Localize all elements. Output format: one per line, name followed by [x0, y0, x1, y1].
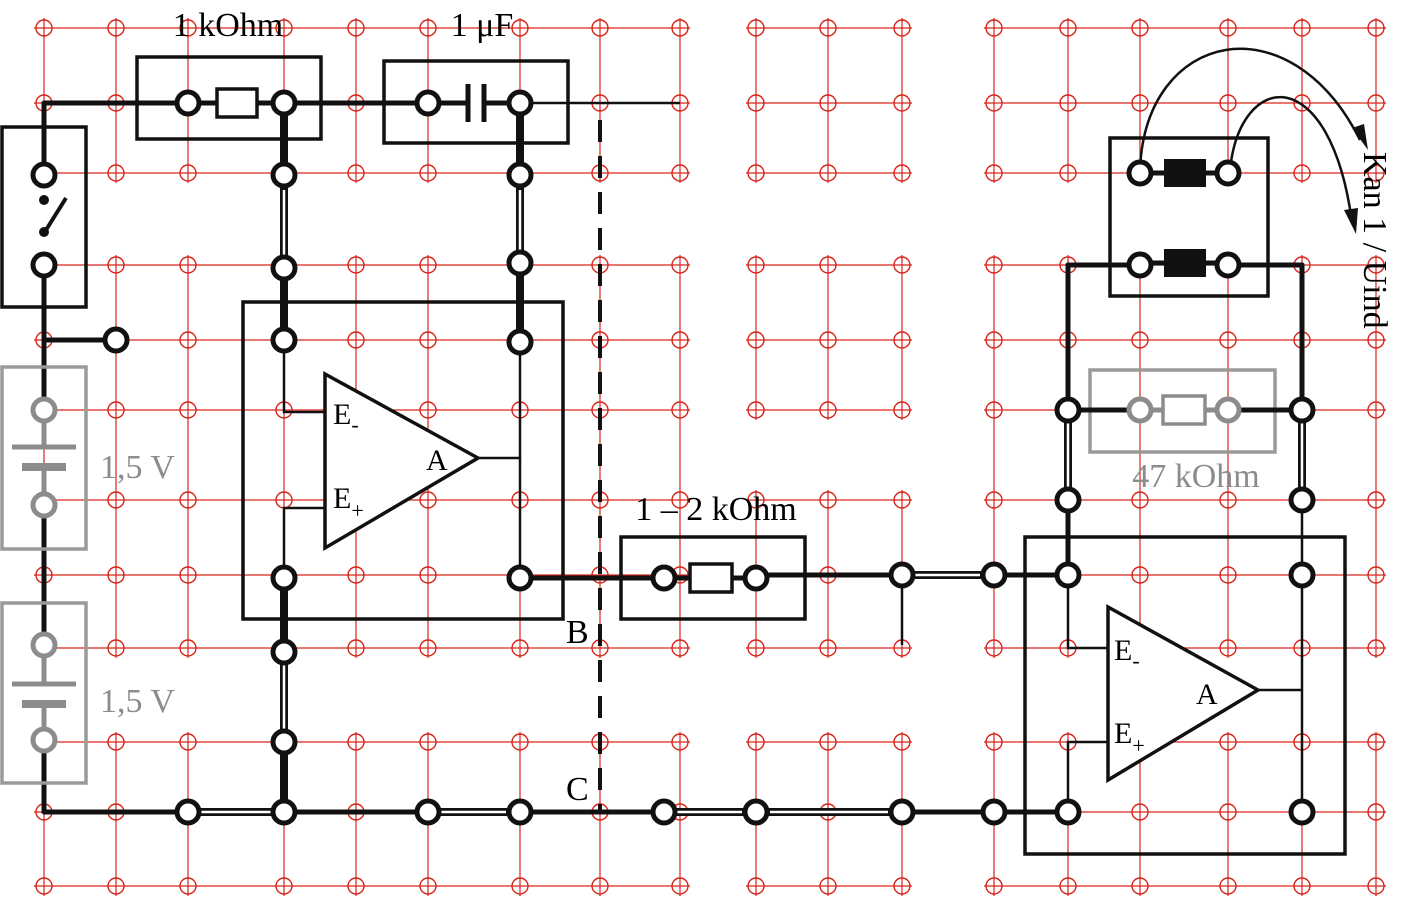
connection-node [30, 726, 58, 754]
opamp-1-inv-input: E- [333, 398, 359, 437]
point-b-label: B [566, 614, 589, 651]
connection-node [1126, 159, 1154, 187]
connection-node [1288, 396, 1316, 424]
connection-node [742, 798, 770, 826]
connection-node [1214, 159, 1242, 187]
connection-nodes [30, 89, 1316, 826]
opamp-2-noninv-input: E+ [1114, 717, 1145, 758]
connection-node [506, 798, 534, 826]
connection-node [1054, 486, 1082, 514]
connection-node [174, 89, 202, 117]
opamp-1-label: A [426, 444, 448, 477]
connection-node [30, 631, 58, 659]
opamp-1-noninv-input: E+ [333, 482, 364, 523]
opamp-2[interactable] [1023, 535, 1347, 856]
battery-top-label: 1,5 V [100, 449, 175, 486]
connection-node [30, 396, 58, 424]
resistor-47k-label: 47 kOhm [1132, 458, 1260, 495]
connection-node [1214, 396, 1242, 424]
opamp-1[interactable] [241, 300, 565, 621]
output-channel-label: Kan 1 / Uind [1356, 152, 1393, 329]
connection-node [1126, 251, 1154, 279]
connection-node [742, 564, 770, 592]
connection-node [1214, 251, 1242, 279]
connection-node [1126, 396, 1154, 424]
resistor-adjustable[interactable] [619, 535, 807, 621]
connection-node [1054, 396, 1082, 424]
connection-node [270, 728, 298, 756]
connection-node [650, 564, 678, 592]
connection-node [888, 798, 916, 826]
capacitor-label: 1 μF [451, 7, 514, 44]
connection-node [506, 328, 534, 356]
connection-node [174, 798, 202, 826]
connection-node [888, 561, 916, 589]
capacitor[interactable] [382, 59, 570, 145]
output-connector[interactable] [1108, 136, 1270, 298]
switch[interactable] [0, 125, 88, 309]
connection-node [30, 161, 58, 189]
connection-node [270, 89, 298, 117]
connection-node [1054, 798, 1082, 826]
connection-node [270, 564, 298, 592]
connection-node [506, 564, 534, 592]
connection-node [1288, 561, 1316, 589]
connection-node [650, 798, 678, 826]
connection-node [980, 798, 1008, 826]
opamp-2-inv-input: E- [1114, 634, 1140, 673]
connection-node [270, 254, 298, 282]
connection-node [30, 251, 58, 279]
resistor-1k-label: 1 kOhm [173, 7, 284, 44]
resistor-1k[interactable] [135, 55, 323, 141]
battery-bottom-label: 1,5 V [100, 683, 175, 720]
battery-top[interactable] [0, 365, 88, 551]
resistor-47k[interactable] [1065, 368, 1305, 454]
connection-node [30, 491, 58, 519]
connection-node [270, 161, 298, 189]
connection-node [1054, 561, 1082, 589]
point-c-label: C [566, 771, 589, 808]
connection-node [980, 561, 1008, 589]
connection-node [102, 326, 130, 354]
resistor-adjustable-label: 1 – 2 kOhm [635, 491, 797, 528]
connection-node [414, 89, 442, 117]
connection-node [270, 638, 298, 666]
probe-cables [1138, 47, 1368, 234]
breadboard-grid [34, 18, 1386, 896]
connection-node [1288, 798, 1316, 826]
connection-node [506, 249, 534, 277]
connection-node [506, 89, 534, 117]
opamp-2-label: A [1196, 678, 1218, 711]
connection-node [270, 326, 298, 354]
connection-node [506, 161, 534, 189]
connection-node [270, 798, 298, 826]
connection-node [414, 798, 442, 826]
connection-node [1288, 486, 1316, 514]
